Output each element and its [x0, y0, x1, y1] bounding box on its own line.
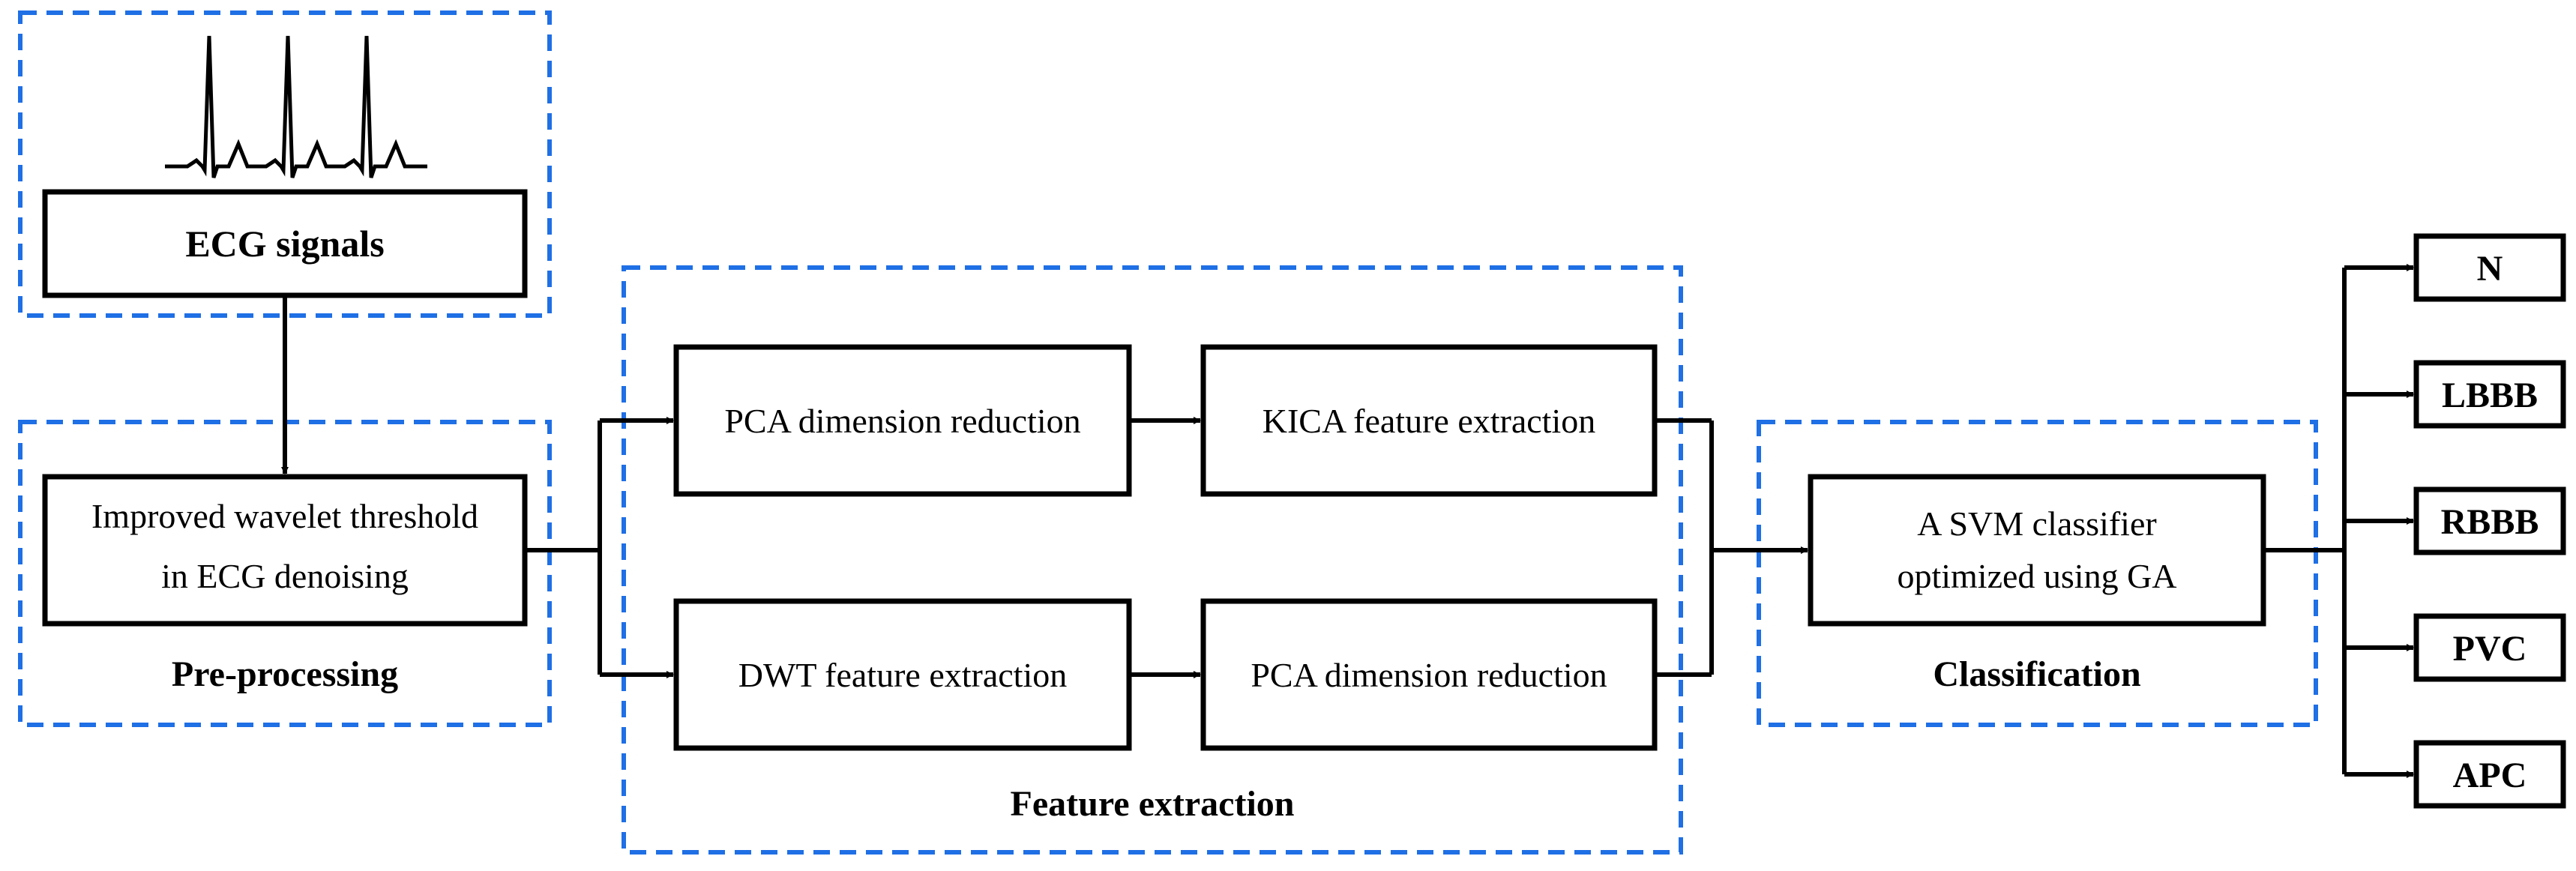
wavelet-label-line1: Improved wavelet threshold	[91, 497, 478, 535]
feature-extraction-label: Feature extraction	[1011, 784, 1295, 824]
kica-box	[1200, 344, 1658, 497]
class-box-pvc	[2413, 613, 2566, 682]
kica-label: KICA feature extraction	[1263, 402, 1595, 440]
pca-top-label: PCA dimension reduction	[724, 402, 1080, 440]
classification-label: Classification	[1933, 654, 2140, 694]
ecg-signals-label: ECG signals	[185, 223, 384, 265]
class-label-apc: APC	[2453, 756, 2527, 795]
class-label-lbbb: LBBB	[2442, 376, 2538, 415]
wavelet-denoising-box	[42, 474, 528, 627]
input-group-border	[18, 10, 552, 318]
svm-classifier-box	[1808, 474, 2266, 627]
feature-extraction-group-border	[622, 265, 1683, 855]
svm-label-line1: A SVM classifier	[1917, 504, 2156, 543]
svm-label-line2: optimized using GA	[1897, 557, 2176, 595]
pca-bottom-box	[1200, 598, 1658, 751]
preprocessing-label: Pre-processing	[172, 654, 398, 694]
class-box-n	[2413, 233, 2566, 302]
class-box-apc	[2413, 740, 2566, 809]
pca-bottom-label: PCA dimension reduction	[1251, 656, 1607, 694]
dwt-box	[673, 598, 1132, 751]
dwt-label: DWT feature extraction	[738, 656, 1067, 694]
classification-group-border	[1757, 420, 2318, 727]
class-box-lbbb	[2413, 360, 2566, 429]
class-label-pvc: PVC	[2453, 629, 2527, 669]
pca-top-box	[673, 344, 1132, 497]
connectors	[281, 264, 2414, 778]
wavelet-label-line2: in ECG denoising	[161, 557, 409, 595]
class-box-rbbb	[2413, 486, 2566, 555]
class-label-n: N	[2477, 249, 2503, 289]
ecg-signals-box	[42, 189, 528, 298]
class-label-rbbb: RBBB	[2441, 502, 2539, 542]
ecg-waveform	[165, 35, 427, 178]
